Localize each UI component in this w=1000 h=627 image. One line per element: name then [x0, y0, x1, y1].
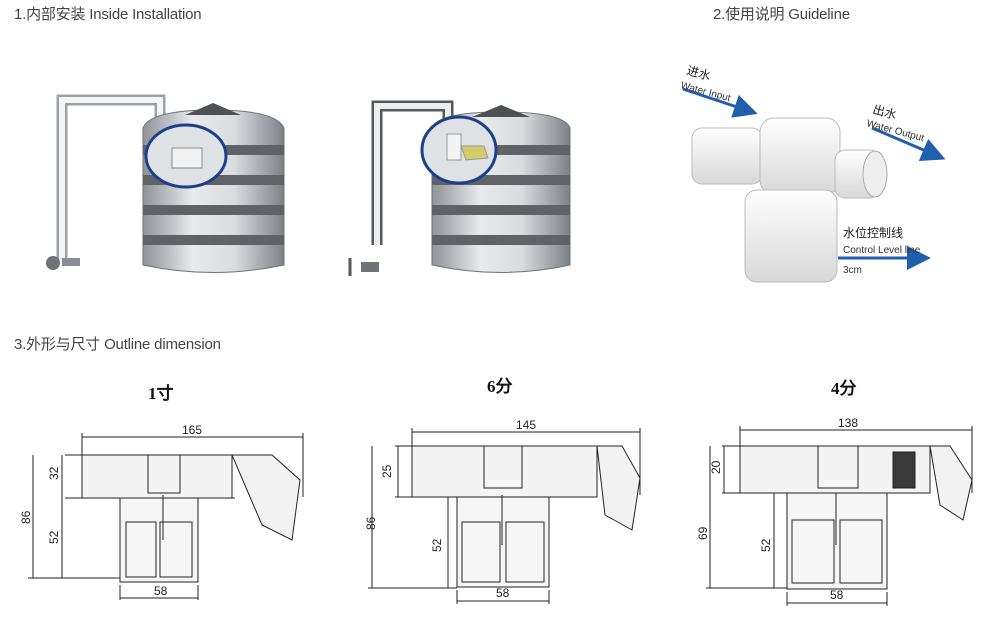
section-title-guideline: 2.使用说明 Guideline	[713, 6, 850, 23]
size-label-3: 4分	[831, 379, 857, 398]
section-title-outline: 3.外形与尺寸 Outline dimension	[14, 336, 221, 353]
level-line-label-zh: 水位控制线	[843, 225, 903, 240]
dim-body-width-1: 58	[154, 584, 168, 598]
water-input-label-zh: 进水	[685, 63, 712, 83]
dim-total-height-1: 86	[19, 510, 33, 524]
dim-body-height-2: 52	[430, 538, 444, 552]
dim-length-1: 165	[182, 423, 202, 437]
size-label-1: 1寸	[148, 384, 174, 403]
installation-figure-1	[46, 94, 285, 273]
dim-pipe-height-2: 25	[380, 464, 394, 478]
valve-handle-icon	[46, 256, 60, 270]
water-input-arrow-icon	[682, 87, 758, 118]
installation-figure-2	[348, 100, 571, 276]
dimension-drawing-1	[28, 433, 304, 600]
dimension-drawing-2	[368, 428, 641, 604]
dim-length-3: 138	[838, 416, 858, 430]
dim-body-width-3: 58	[830, 588, 844, 602]
dim-body-height-3: 52	[759, 538, 773, 552]
guideline-valve	[682, 87, 946, 283]
level-offset-label: 3cm	[843, 265, 862, 276]
size-label-2: 6分	[487, 377, 513, 396]
dim-pipe-height-1: 32	[47, 466, 61, 480]
dim-body-width-2: 58	[496, 586, 510, 600]
dim-total-height-2: 86	[364, 516, 378, 530]
water-output-arrow-icon	[871, 126, 946, 161]
dim-pipe-height-3: 20	[709, 460, 723, 474]
dimension-drawing-3	[706, 426, 973, 606]
dim-length-2: 145	[516, 418, 536, 432]
dim-body-height-1: 52	[47, 530, 61, 544]
level-line-label-en: Control Level line	[843, 245, 921, 256]
water-output-label-en: Water Output	[865, 118, 925, 144]
section-title-installation: 1.内部安装 Inside Installation	[14, 6, 202, 23]
dim-total-height-3: 69	[696, 526, 710, 540]
water-output-label-zh: 出水	[871, 102, 898, 122]
water-input-label-en: Water Input	[679, 80, 732, 104]
